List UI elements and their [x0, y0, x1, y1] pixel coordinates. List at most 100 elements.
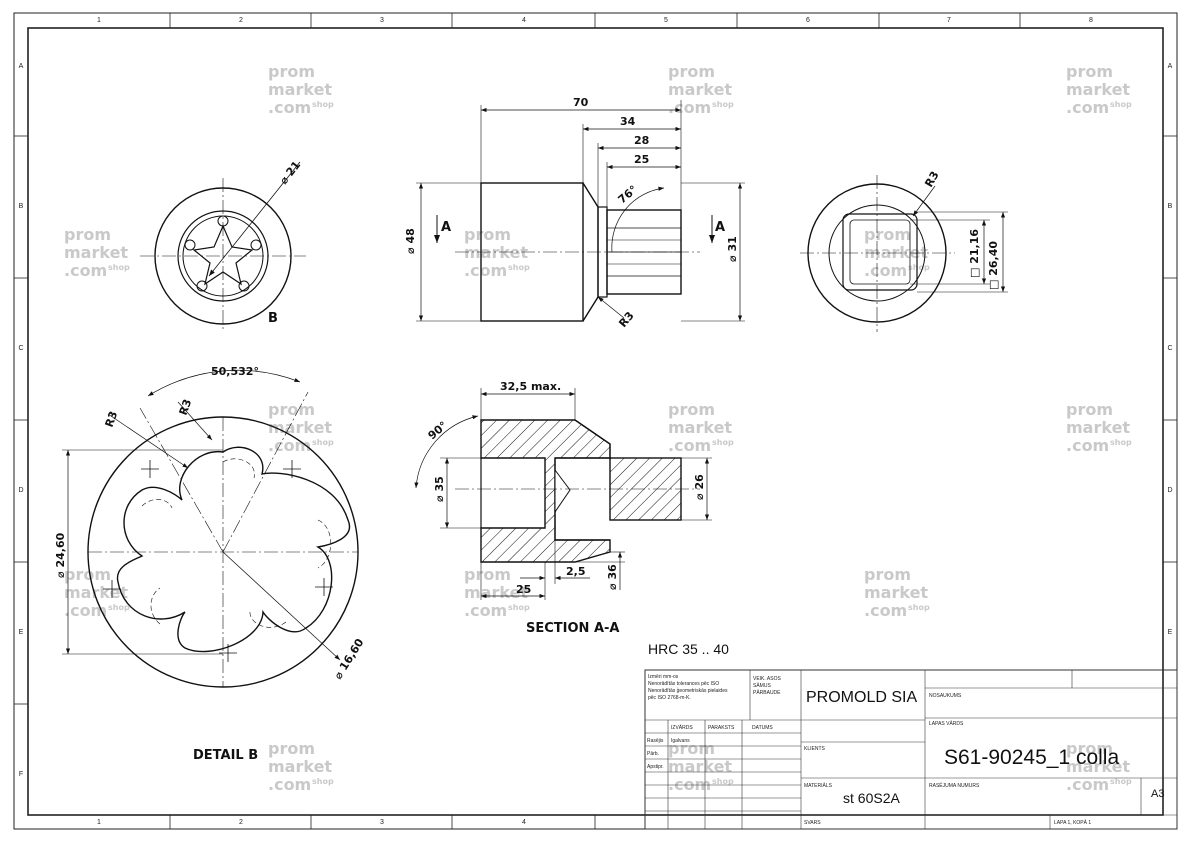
svg-text:.com: .com — [1066, 98, 1109, 117]
svg-text:shop: shop — [908, 603, 930, 612]
side-dim-28: 28 — [634, 134, 649, 147]
svg-text:shop: shop — [508, 603, 530, 612]
section-marker-right: A — [715, 220, 725, 235]
tb-row-approved: Apstipr. — [647, 764, 664, 770]
zone-row-label: E — [1168, 629, 1173, 636]
detail-dim-angle: 50,532° — [211, 365, 259, 378]
right-view — [800, 175, 1008, 332]
section-marker-left: A — [441, 220, 451, 235]
tb-row-name: Igalvans — [671, 738, 690, 744]
svg-text:prom: prom — [864, 225, 911, 244]
tb-label-title: NOSAUKUMS — [929, 693, 962, 699]
svg-text:.com: .com — [464, 261, 507, 280]
section-dim-25: 25 — [516, 583, 531, 596]
tb-note-line: pēc ISO 2768-m-K. — [648, 695, 691, 701]
zone-row-label: A — [1168, 63, 1173, 70]
tb-col-sign: PARAKSTS — [708, 725, 735, 731]
svg-text:.com: .com — [268, 98, 311, 117]
zone-row-label: D — [18, 487, 23, 494]
svg-text:prom: prom — [1066, 739, 1113, 758]
svg-text:.com: .com — [864, 261, 907, 280]
svg-text:market: market — [668, 418, 732, 437]
tb-company: PROMOLD SIA — [806, 689, 917, 706]
svg-text:prom: prom — [668, 62, 715, 81]
tb-label-material: MATERIĀLS — [804, 782, 833, 789]
zone-column-label: 1 — [97, 17, 101, 24]
svg-text:prom: prom — [64, 565, 111, 584]
hardness-note: HRC 35 .. 40 — [648, 641, 729, 657]
svg-text:market: market — [1066, 757, 1130, 776]
tb-label-sheet-name: LAPAS VĀRDS — [929, 720, 964, 727]
side-dim-25: 25 — [634, 153, 649, 166]
svg-text:shop: shop — [1110, 438, 1132, 447]
svg-text:.com: .com — [668, 98, 711, 117]
svg-text:prom: prom — [668, 739, 715, 758]
svg-text:.com: .com — [668, 775, 711, 794]
zone-row-label: D — [1167, 487, 1172, 494]
zone-row-label: C — [1167, 345, 1172, 352]
section-aa-view — [414, 388, 712, 600]
svg-text:market: market — [668, 757, 732, 776]
zone-column-label: 3 — [380, 17, 384, 24]
svg-text:shop: shop — [1110, 100, 1132, 109]
zone-row-label: B — [1168, 203, 1173, 210]
title-block — [644, 669, 1178, 830]
svg-text:.com: .com — [268, 436, 311, 455]
zone-column-label: 7 — [947, 17, 951, 24]
tb-col-name: IZVĀRDS — [671, 724, 693, 731]
front-view-ref-label: B — [268, 311, 278, 326]
svg-text:shop: shop — [712, 438, 734, 447]
tb-row-drawn: Rasējis — [647, 738, 664, 744]
svg-text:prom: prom — [268, 400, 315, 419]
tb-label-client: KLIENTS — [804, 746, 826, 752]
side-dim-angle: 76° — [616, 183, 640, 206]
tb-label-drawing-number: RASĒJUMA NUMURS — [929, 782, 980, 789]
border-frame — [13, 12, 1178, 830]
section-dim-angle: 90° — [426, 419, 450, 442]
zone-column-label: 6 — [806, 17, 810, 24]
svg-text:shop: shop — [712, 100, 734, 109]
svg-text:.com: .com — [1066, 436, 1109, 455]
svg-text:shop: shop — [312, 100, 334, 109]
right-dim-sq26: □ 26,40 — [987, 241, 1000, 290]
tb-note-line: Nenorādītās tolerances pēc ISO — [648, 681, 719, 687]
svg-text:prom: prom — [464, 565, 511, 584]
zone-column-label: 8 — [1089, 17, 1093, 24]
tb-note-line: Nenorādītās ģeometriskās pielaides — [648, 687, 728, 694]
zone-column-label: 3 — [380, 819, 384, 826]
tb-check-label: VEIK. ASOS — [753, 676, 781, 682]
svg-text:prom: prom — [268, 739, 315, 758]
tb-label-weight: SVARS — [804, 820, 821, 826]
svg-text:.com: .com — [464, 601, 507, 620]
svg-text:prom: prom — [268, 62, 315, 81]
tb-check-label: SĀMUS — [753, 682, 771, 689]
detail-dim-od16: ⌀ 16,60 — [332, 636, 367, 682]
zone-column-label: 2 — [239, 819, 243, 826]
svg-text:shop: shop — [908, 263, 930, 272]
side-dim-70: 70 — [573, 96, 589, 109]
title-block-text: Izmēri mm-os Nenorādītās tolerances pēc … — [647, 674, 1164, 826]
svg-text:prom: prom — [1066, 400, 1113, 419]
svg-text:shop: shop — [508, 263, 530, 272]
svg-text:.com: .com — [668, 436, 711, 455]
detail-b-title: DETAIL B — [193, 748, 258, 763]
tb-row-checked: Pārb. — [647, 751, 659, 757]
svg-text:.com: .com — [1066, 775, 1109, 794]
zone-column-label: 1 — [97, 819, 101, 826]
section-aa-title: SECTION A-A — [526, 621, 619, 636]
section-dim-od36: ⌀ 36 — [606, 564, 619, 590]
zone-row-label: A — [19, 63, 24, 70]
tb-col-date: DATUMS — [752, 725, 773, 731]
section-dim-depth: 32,5 max. — [500, 380, 561, 393]
svg-text:prom: prom — [464, 225, 511, 244]
